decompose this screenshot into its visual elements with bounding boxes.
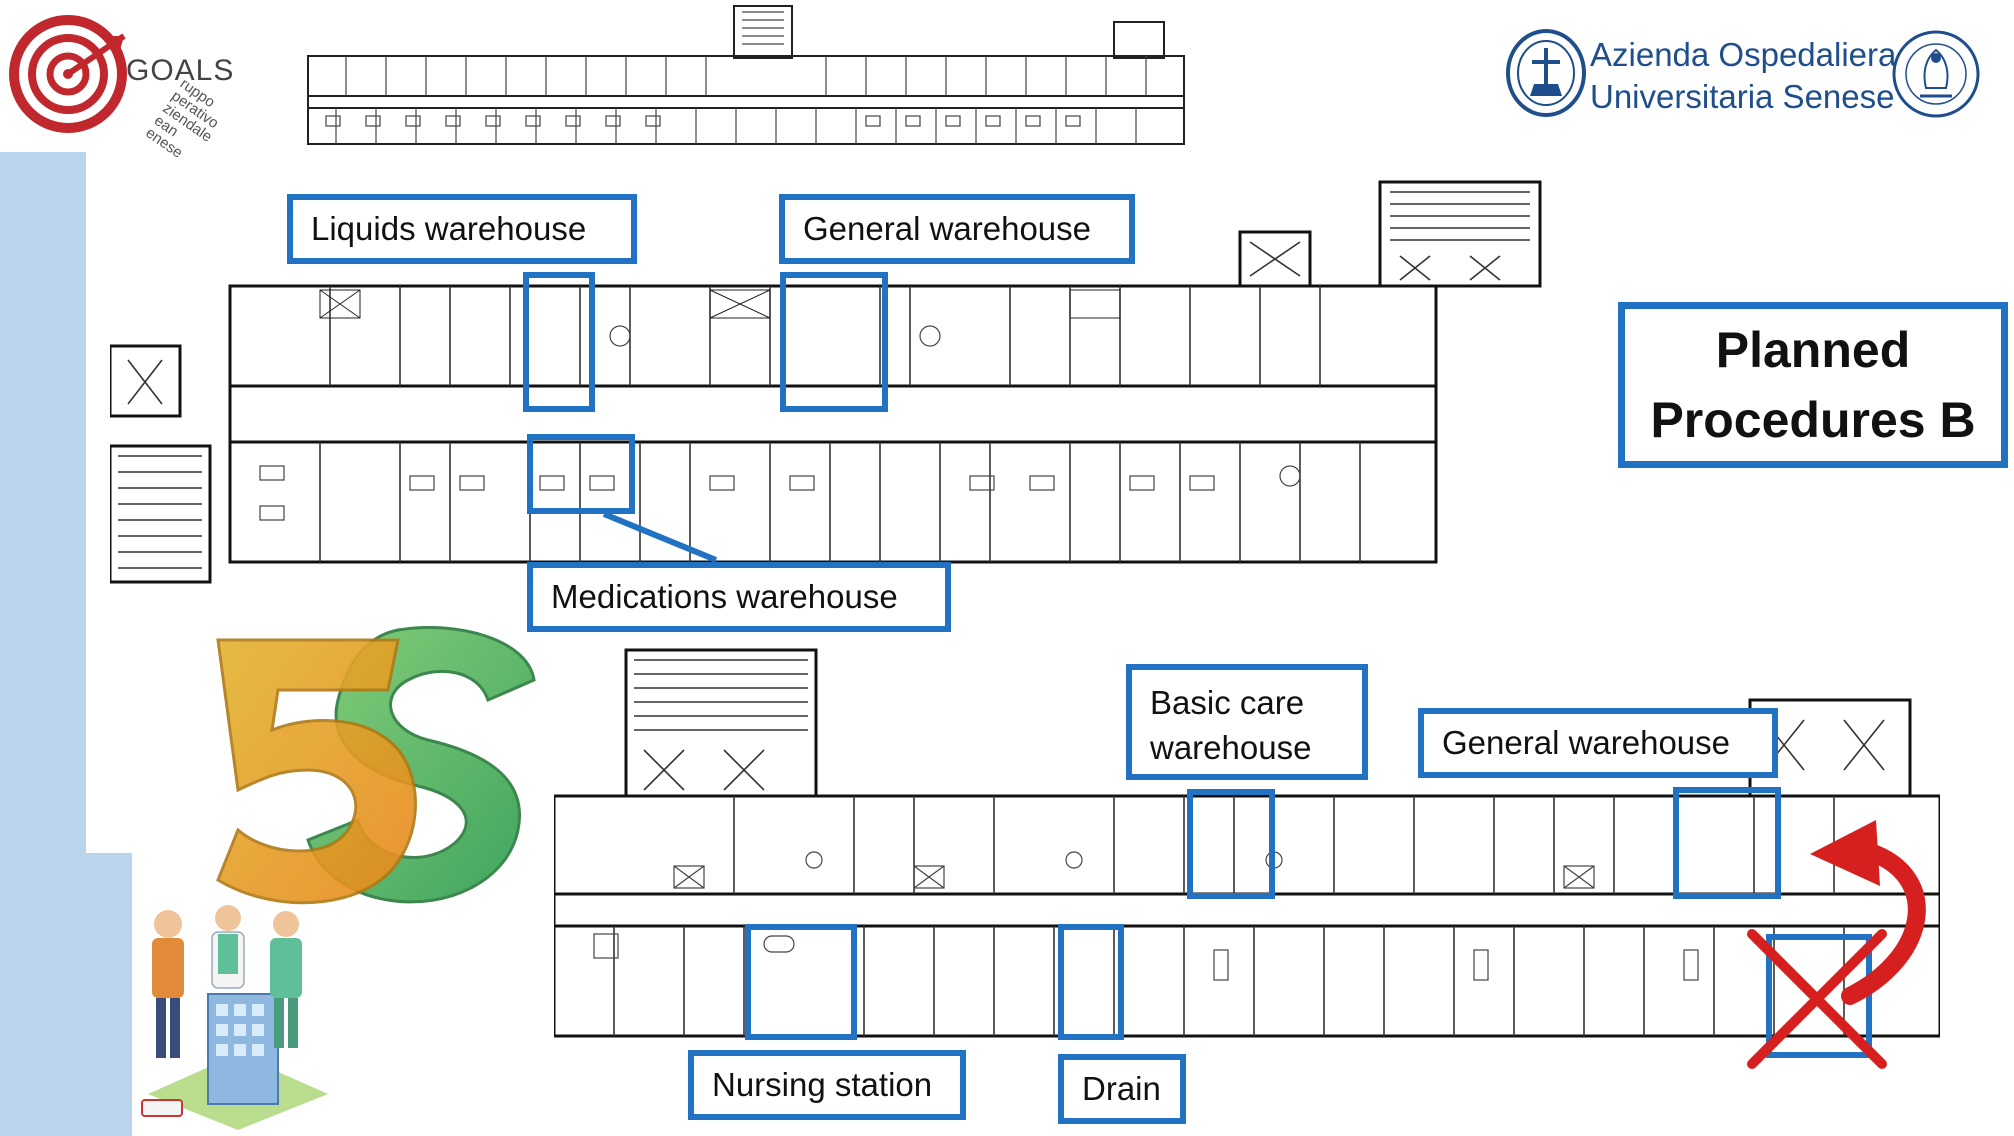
- azienda-line1: Azienda Ospedaliera: [1590, 36, 1897, 73]
- azienda-seal-icon: [1504, 26, 1588, 120]
- medical-staff-icon: [138, 904, 338, 1132]
- nursing-station-label: Nursing station: [688, 1050, 966, 1120]
- drain-label: Drain: [1058, 1054, 1186, 1124]
- general-warehouse-highlight-bottom: [1673, 787, 1781, 899]
- curved-arrow-icon: [1780, 806, 1940, 1006]
- general-warehouse-label-bottom: General warehouse: [1418, 708, 1778, 778]
- title-line1: Planned: [1715, 322, 1911, 378]
- top-floor-plan: [110, 176, 1556, 588]
- goals-subtitle: ruppo perativo ziendale ean enese: [142, 75, 232, 169]
- medications-warehouse-label: Medications warehouse: [527, 562, 951, 632]
- goals-title: GOALS: [126, 54, 235, 87]
- five-s-icon: [198, 620, 538, 910]
- basic-care-line1: Basic care: [1150, 684, 1305, 721]
- slide-title: Planned Procedures B: [1650, 315, 1975, 455]
- slide-title-box: Planned Procedures B: [1618, 302, 2008, 468]
- general-warehouse-label-top: General warehouse: [779, 194, 1135, 264]
- sidebar-strip-lower: [86, 853, 132, 1136]
- overview-floor-plan: [306, 4, 1186, 146]
- basic-care-line2: warehouse: [1150, 729, 1312, 766]
- university-seal-icon: [1890, 28, 1982, 120]
- liquids-warehouse-highlight: [523, 272, 595, 412]
- basic-care-warehouse-label: Basic care warehouse: [1126, 664, 1368, 780]
- basic-care-warehouse-highlight: [1187, 789, 1275, 899]
- medications-warehouse-highlight: [527, 434, 635, 514]
- goals-logo: GOALS ruppo perativo ziendale ean enese: [6, 6, 266, 162]
- removed-area-highlight: [1766, 934, 1872, 1058]
- red-x-icon: [1742, 924, 1892, 1074]
- general-warehouse-highlight-top: [780, 272, 888, 412]
- drain-highlight: [1058, 924, 1124, 1040]
- medications-connector: [602, 511, 718, 563]
- azienda-line2: Universitaria Senese: [1590, 78, 1895, 115]
- azienda-name: Azienda Ospedaliera Universitaria Senese: [1590, 34, 1896, 118]
- title-line2: Procedures B: [1650, 392, 1976, 448]
- sidebar-strip: [0, 152, 86, 1136]
- nursing-station-highlight: [745, 924, 857, 1040]
- goals-target-icon: [9, 15, 127, 133]
- liquids-warehouse-label: Liquids warehouse: [287, 194, 637, 264]
